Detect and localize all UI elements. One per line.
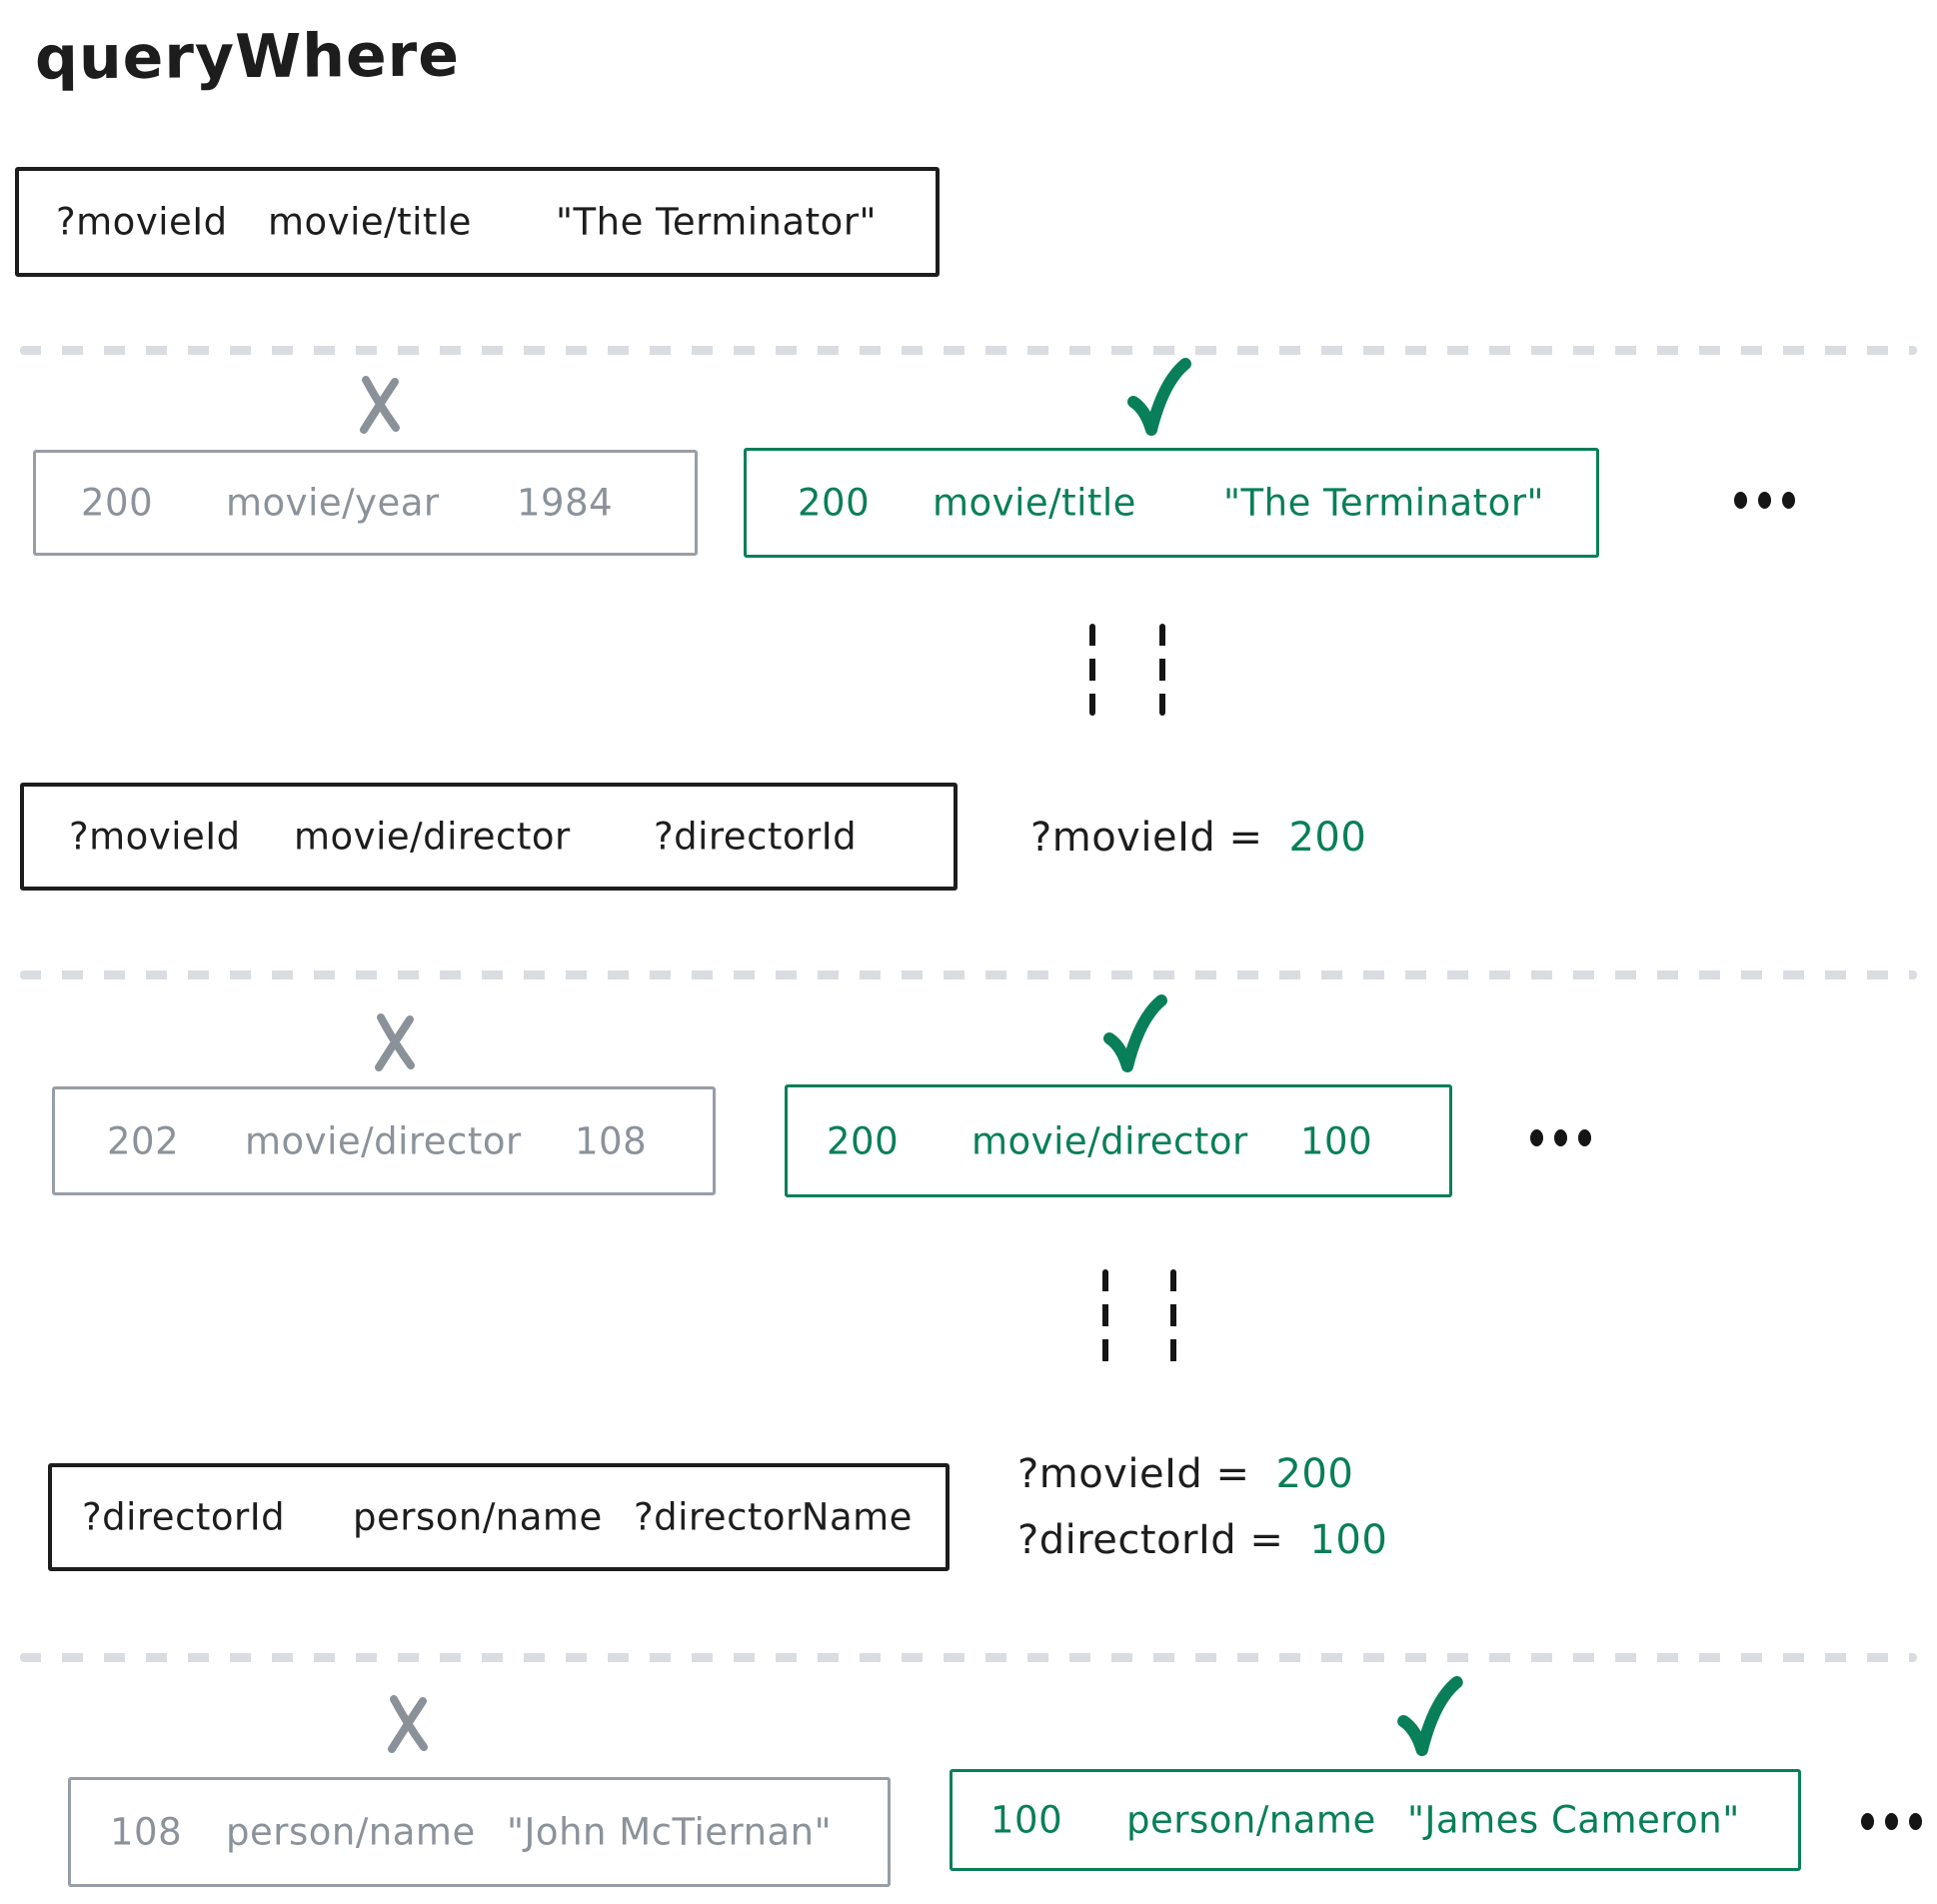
accept-check-icon (1103, 994, 1167, 1072)
continuation-dash (1089, 624, 1095, 716)
datom-entity: 202 (107, 1119, 180, 1162)
query2-attribute: movie/director (294, 815, 571, 859)
datom-attribute: person/name (226, 1810, 476, 1854)
binding-directorid: ?directorId = 100 (1017, 1517, 1387, 1563)
query2-entity: ?movieId (69, 815, 241, 859)
query1-entity: ?movieId (56, 200, 228, 244)
ellipsis-dots (1861, 1813, 1922, 1830)
reject-x-icon (360, 376, 400, 434)
reject-x-icon (375, 1013, 415, 1071)
section-divider (20, 346, 1917, 355)
datom-attribute: movie/director (971, 1119, 1248, 1162)
diagram-title: queryWhere (34, 20, 461, 94)
datom-value: 1984 (517, 481, 614, 525)
continuation-dash (1102, 1269, 1108, 1363)
binding-var: ?directorId = (1017, 1517, 1284, 1563)
datom-attribute: movie/year (226, 481, 440, 525)
section-divider (20, 1653, 1917, 1662)
rejected-datom-3: 108 person/name "John McTiernan" (68, 1777, 891, 1887)
binding-value: 100 (1309, 1517, 1388, 1563)
rejected-datom-1: 200 movie/year 1984 (33, 450, 698, 556)
datom-entity: 200 (81, 481, 154, 525)
datom-value: 108 (575, 1119, 648, 1162)
accept-check-icon (1127, 358, 1191, 436)
query3-attribute: person/name (353, 1495, 603, 1539)
query2-value: ?directorId (654, 815, 858, 859)
query1-attribute: movie/title (268, 200, 472, 244)
rejected-datom-2: 202 movie/director 108 (52, 1086, 716, 1195)
datom-attribute: movie/director (245, 1119, 522, 1162)
continuation-dash (1159, 624, 1165, 716)
datom-entity: 200 (827, 1119, 900, 1162)
query1-value: "The Terminator" (556, 200, 878, 244)
datom-value: "The Terminator" (1223, 481, 1545, 525)
datom-entity: 108 (110, 1810, 183, 1854)
datom-attribute: movie/title (933, 481, 1136, 525)
query3-entity: ?directorId (82, 1495, 286, 1539)
query-pattern-2: ?movieId movie/director ?directorId (20, 783, 958, 891)
accepted-datom-2: 200 movie/director 100 (785, 1084, 1452, 1197)
datom-value: "John McTiernan" (507, 1810, 833, 1854)
section-divider (20, 970, 1917, 979)
binding-value: 200 (1288, 815, 1367, 861)
accept-check-icon (1397, 1676, 1463, 1756)
binding-value: 200 (1275, 1451, 1354, 1497)
datom-attribute: person/name (1126, 1798, 1376, 1842)
query3-value: ?directorName (634, 1495, 913, 1539)
datom-entity: 200 (798, 481, 871, 525)
query-pattern-1: ?movieId movie/title "The Terminator" (15, 167, 940, 277)
datom-value: 100 (1300, 1119, 1373, 1162)
binding-movieid: ?movieId = 200 (1017, 1451, 1353, 1497)
binding-var: ?movieId = (1017, 1451, 1250, 1497)
datom-entity: 100 (990, 1798, 1063, 1842)
accepted-datom-1: 200 movie/title "The Terminator" (744, 448, 1599, 558)
ellipsis-dots (1530, 1129, 1591, 1146)
datom-value: "James Cameron" (1407, 1798, 1740, 1842)
query-pattern-3: ?directorId person/name ?directorName (48, 1463, 950, 1571)
accepted-datom-3: 100 person/name "James Cameron" (950, 1769, 1801, 1871)
binding-movieid: ?movieId = 200 (1030, 815, 1366, 861)
continuation-dash (1170, 1269, 1176, 1363)
ellipsis-dots (1734, 492, 1795, 509)
reject-x-icon (388, 1695, 428, 1753)
binding-var: ?movieId = (1030, 815, 1263, 861)
